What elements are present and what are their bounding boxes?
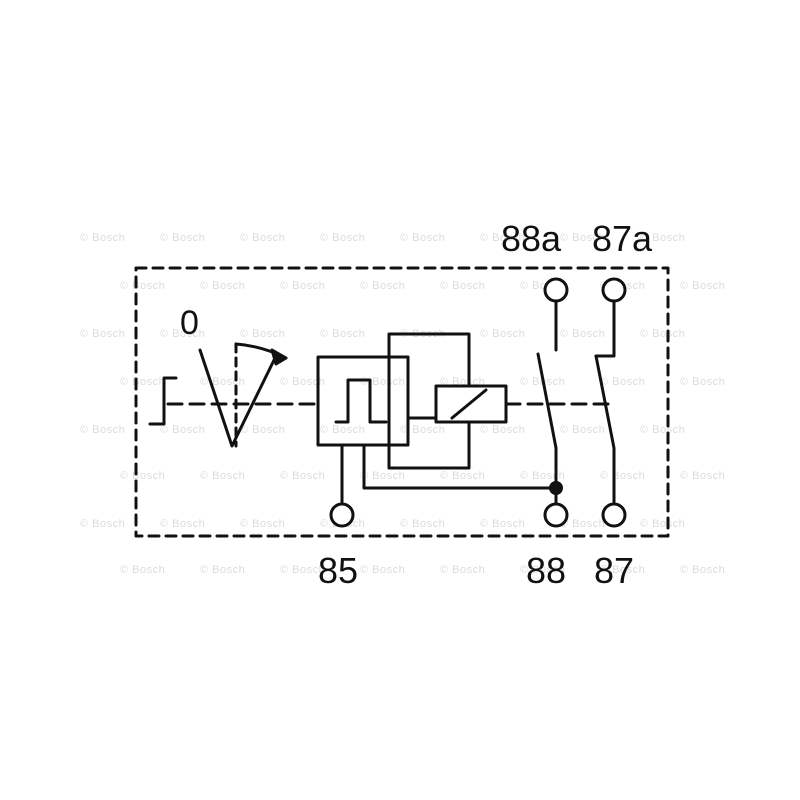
pulse-generator-box — [316, 355, 410, 447]
watermark-text: © Bosch — [600, 564, 646, 576]
watermark-text: © Bosch — [160, 328, 206, 340]
pulse-generator-icon — [334, 378, 388, 424]
watermark-text: © Bosch — [200, 280, 246, 292]
terminal-circle-87 — [601, 502, 627, 528]
contact-87a-lead — [594, 300, 616, 358]
watermark-text: © Bosch — [480, 232, 526, 244]
watermark-text: © Bosch — [680, 280, 726, 292]
pushbutton-actuator-icon — [148, 376, 178, 426]
watermark-text: © Bosch — [240, 328, 286, 340]
relay-coil-slash — [450, 388, 488, 420]
watermark-text: © Bosch — [160, 518, 206, 530]
switch-position-label: 0 — [180, 304, 199, 342]
housing-outline — [134, 266, 670, 538]
watermark-text: © Bosch — [400, 518, 446, 530]
watermark-text: © Bosch — [200, 470, 246, 482]
watermark-text: © Bosch — [120, 280, 166, 292]
watermark-text: © Bosch — [240, 518, 286, 530]
watermark-text: © Bosch — [560, 518, 606, 530]
watermark-text: © Bosch — [640, 518, 686, 530]
watermark-text: © Bosch — [520, 564, 566, 576]
watermark-text: © Bosch — [240, 424, 286, 436]
watermark-text: © Bosch — [360, 280, 406, 292]
terminal-circle-88a — [543, 277, 569, 303]
arrow-head-icon — [270, 348, 288, 366]
watermark-text: © Bosch — [680, 564, 726, 576]
watermark-text: © Bosch — [80, 424, 126, 436]
watermark-text: © Bosch — [640, 328, 686, 340]
watermark-text: © Bosch — [280, 470, 326, 482]
watermark-text: © Bosch — [440, 280, 486, 292]
watermark-text: © Bosch — [480, 328, 526, 340]
watermark-text: © Bosch — [160, 424, 206, 436]
watermark-text: © Bosch — [600, 470, 646, 482]
wire-to-88-junction — [362, 443, 558, 490]
terminal-label-88: 88 — [526, 550, 567, 591]
watermark-text: © Bosch — [560, 232, 606, 244]
junction-dot-icon — [549, 481, 563, 495]
watermark-text: © Bosch — [680, 376, 726, 388]
watermark-text: © Bosch — [280, 280, 326, 292]
watermark-text: © Bosch — [200, 564, 246, 576]
terminal-label-85: 85 — [318, 550, 359, 591]
watermark-text: © Bosch — [80, 232, 126, 244]
changeover-contact-icon — [536, 352, 558, 504]
watermark-text: © Bosch — [480, 518, 526, 530]
watermark-text: © Bosch — [320, 232, 366, 244]
terminal-circle-87a — [601, 277, 627, 303]
watermark-text: © Bosch — [320, 328, 366, 340]
watermark-text: © Bosch — [360, 470, 406, 482]
watermark-text: © Bosch — [360, 564, 406, 576]
watermark-text: © Bosch — [120, 376, 166, 388]
watermark-text: © Bosch — [600, 376, 646, 388]
watermark-text: © Bosch — [640, 424, 686, 436]
watermark-text: © Bosch — [440, 470, 486, 482]
watermark-text: © Bosch — [160, 232, 206, 244]
watermark-text: © Bosch — [320, 424, 366, 436]
watermark-text: © Bosch — [280, 376, 326, 388]
terminal-circle-88 — [543, 502, 569, 528]
watermark-text: © Bosch — [480, 424, 526, 436]
watermark-text: © Bosch — [520, 470, 566, 482]
terminal-label-87a: 87a — [592, 218, 653, 259]
terminal-circle-85 — [329, 502, 355, 528]
watermark-text: © Bosch — [80, 328, 126, 340]
changeover-contact-87-icon — [594, 354, 616, 504]
terminal-label-88a: 88a — [501, 218, 562, 259]
watermark-text: © Bosch — [560, 424, 606, 436]
watermark-text: © Bosch — [440, 564, 486, 576]
watermark-text: © Bosch — [280, 564, 326, 576]
watermark-text: © Bosch — [120, 470, 166, 482]
watermark-text: © Bosch — [400, 232, 446, 244]
watermark-text: © Bosch — [400, 424, 446, 436]
watermark-text: © Bosch — [560, 328, 606, 340]
terminal-label-87: 87 — [594, 550, 635, 591]
watermark-text: © Bosch — [680, 470, 726, 482]
switch-v-indicator — [198, 348, 278, 448]
watermark-text: © Bosch — [640, 232, 686, 244]
watermark-text: © Bosch — [240, 232, 286, 244]
watermark-text: © Bosch — [120, 564, 166, 576]
watermark-text: © Bosch — [80, 518, 126, 530]
